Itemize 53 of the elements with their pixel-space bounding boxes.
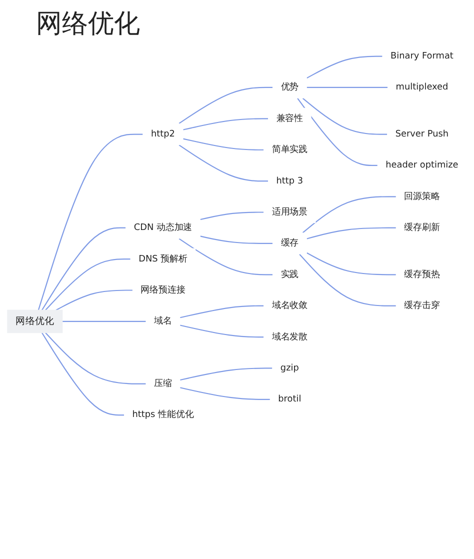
node-text: 优势 <box>280 82 299 92</box>
node-text: https 性能优化 <box>132 410 194 420</box>
connector <box>38 134 143 310</box>
connector <box>302 196 396 234</box>
connector <box>306 227 396 240</box>
node-text: 压缩 <box>154 378 172 389</box>
node-text: DNS 预解析 <box>138 254 188 264</box>
connector <box>180 324 264 338</box>
node-box: 网络优化 <box>7 310 63 334</box>
connector <box>180 368 272 381</box>
node-text: 缓存 <box>280 238 299 248</box>
node-text: CDN 动态加速 <box>134 222 192 233</box>
connector <box>42 227 126 310</box>
connector <box>183 118 268 130</box>
connector <box>306 56 382 79</box>
connector <box>178 144 268 182</box>
node-text: 缓存击穿 <box>404 300 440 311</box>
node-text: 回源策略 <box>404 191 440 202</box>
node-text: 简单实践 <box>272 144 308 155</box>
connector <box>42 332 124 416</box>
node-text: Server Push <box>395 128 449 140</box>
node-text: gzip <box>280 362 299 374</box>
connector <box>306 252 396 276</box>
connector <box>180 387 270 400</box>
node-text: Binary Format <box>390 50 454 62</box>
connector <box>45 332 146 384</box>
node-text: 域名发散 <box>272 332 308 342</box>
node-text: http 3 <box>276 176 304 186</box>
connector <box>306 86 388 88</box>
connector <box>178 86 273 124</box>
title: 网络优化 <box>35 8 141 40</box>
node-text: 域名 <box>154 316 172 326</box>
connector <box>200 212 264 220</box>
node-text: 缓存预热 <box>404 269 440 280</box>
connector <box>62 320 146 322</box>
node-text: multiplexed <box>396 82 448 92</box>
connector <box>45 258 130 310</box>
node-text: 缓存刷新 <box>404 222 440 233</box>
connector <box>200 236 273 244</box>
connector <box>183 138 264 150</box>
node-text: 适用场景 <box>272 206 308 218</box>
node-text: 域名收敛 <box>272 300 308 311</box>
connector <box>302 98 388 135</box>
connector <box>178 238 273 276</box>
connector <box>297 98 378 166</box>
node-text: http2 <box>150 128 175 140</box>
node-text: header optimize <box>386 160 458 170</box>
connector <box>180 305 264 318</box>
connector <box>299 254 396 306</box>
node-text: brotil <box>278 394 302 404</box>
node-text: 实践 <box>280 269 299 280</box>
node-text: 网络预连接 <box>140 284 186 296</box>
connector <box>56 290 132 311</box>
